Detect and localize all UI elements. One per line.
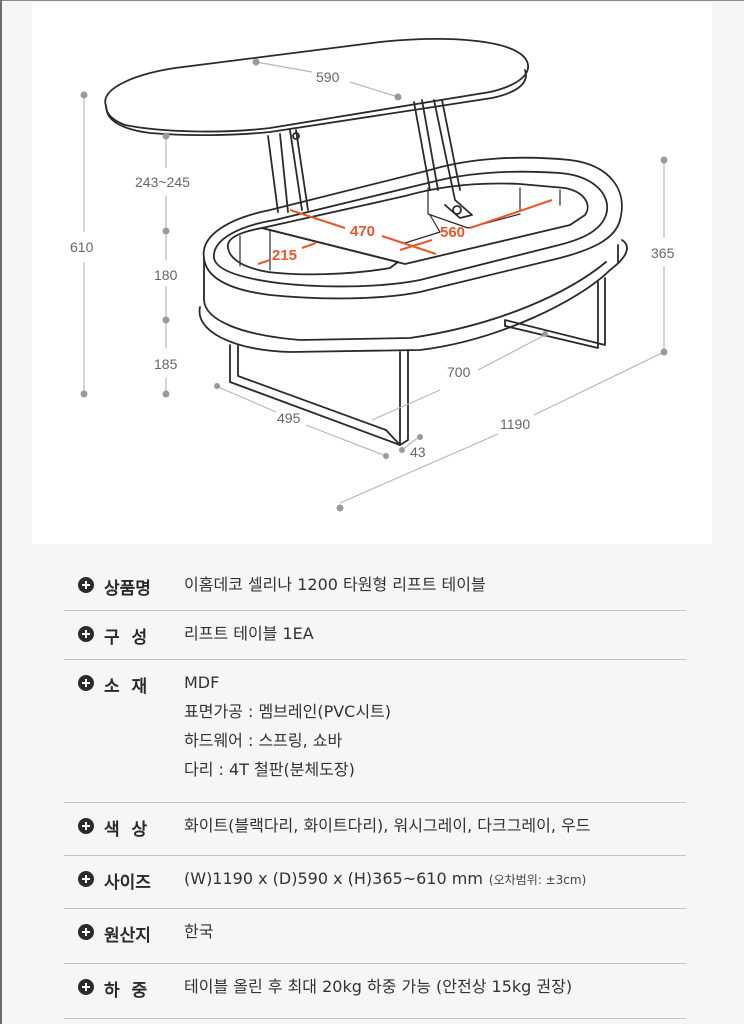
lift-table-drawing: 590 610 243~245 180 185 365 700 495 43 1…	[70, 38, 675, 512]
tolerance-note: (오차범위: ±3cm)	[488, 873, 587, 887]
spec-value: 하드웨어 : 스프링, 쇼바	[184, 731, 343, 750]
plus-circle-icon	[78, 675, 94, 691]
spec-label: 구 성	[104, 628, 148, 648]
dim-total-width: 1190	[500, 416, 530, 432]
spec-row-material: 소 재 MDF 표면가공 : 멤브레인(PVC시트) 하드웨어 : 스프링, 쇼…	[64, 660, 686, 803]
spec-label: 원산지	[104, 926, 151, 946]
dim-base-length: 700	[447, 364, 471, 380]
spec-table: 상품명 이홈데코 셀리나 1200 타원형 리프트 테이블 구 성 리프트 테이…	[64, 562, 686, 1019]
spec-row-composition: 구 성 리프트 테이블 1EA	[64, 611, 686, 660]
spec-value: 다리 : 4T 철판(분체도장)	[184, 760, 355, 779]
dim-leg-height: 185	[154, 356, 178, 372]
spec-value: 이홈데코 셀리나 1200 타원형 리프트 테이블	[184, 575, 486, 594]
spec-value: 표면가공 : 멤브레인(PVC시트)	[184, 702, 392, 721]
spec-label: 색 상	[104, 820, 148, 840]
plus-circle-icon	[78, 626, 94, 642]
plus-circle-icon	[78, 871, 94, 887]
plus-circle-icon	[78, 924, 94, 940]
spec-value: (W)1190 x (D)590 x (H)365~610 mm	[184, 869, 483, 888]
dim-inner-right: 560	[440, 224, 465, 241]
dim-inner-left: 215	[272, 247, 297, 264]
plus-circle-icon	[78, 818, 94, 834]
dim-leg-width: 43	[410, 444, 426, 460]
spec-label: 상품명	[104, 579, 151, 599]
spec-value: 한국	[184, 922, 214, 941]
dim-inner-mid: 470	[350, 223, 375, 240]
spec-row-load: 하 중 테이블 올린 후 최대 20kg 하중 가능 (안전상 15kg 권장)	[64, 964, 686, 1019]
frame-left-border	[0, 0, 2, 1024]
spec-value: MDF	[184, 673, 220, 692]
spec-value: 리프트 테이블 1EA	[184, 624, 314, 643]
spec-row-size: 사이즈 (W)1190 x (D)590 x (H)365~610 mm (오차범…	[64, 856, 686, 909]
spec-row-color: 색 상 화이트(블랙다리, 화이트다리), 워시그레이, 다크그레이, 우드	[64, 803, 686, 856]
spec-label: 사이즈	[104, 873, 151, 893]
dim-base-depth: 495	[277, 410, 301, 426]
plus-circle-icon	[78, 577, 94, 593]
dim-lift-gap: 243~245	[135, 174, 190, 190]
dim-top-depth: 590	[316, 69, 340, 85]
dim-closed-height: 365	[651, 245, 675, 261]
frame-top-border	[0, 0, 744, 1]
plus-circle-icon	[78, 979, 94, 995]
dim-total-height: 610	[70, 239, 94, 255]
dimension-diagram: 590 610 243~245 180 185 365 700 495 43 1…	[32, 2, 712, 544]
spec-row-product-name: 상품명 이홈데코 셀리나 1200 타원형 리프트 테이블	[64, 562, 686, 611]
spec-value: 테이블 올린 후 최대 20kg 하중 가능 (안전상 15kg 권장)	[184, 977, 573, 996]
spec-value: 화이트(블랙다리, 화이트다리), 워시그레이, 다크그레이, 우드	[184, 816, 591, 835]
dim-body-height: 180	[154, 267, 178, 283]
spec-label: 하 중	[104, 981, 148, 1001]
spec-label: 소 재	[104, 677, 148, 697]
spec-row-origin: 원산지 한국	[64, 909, 686, 964]
